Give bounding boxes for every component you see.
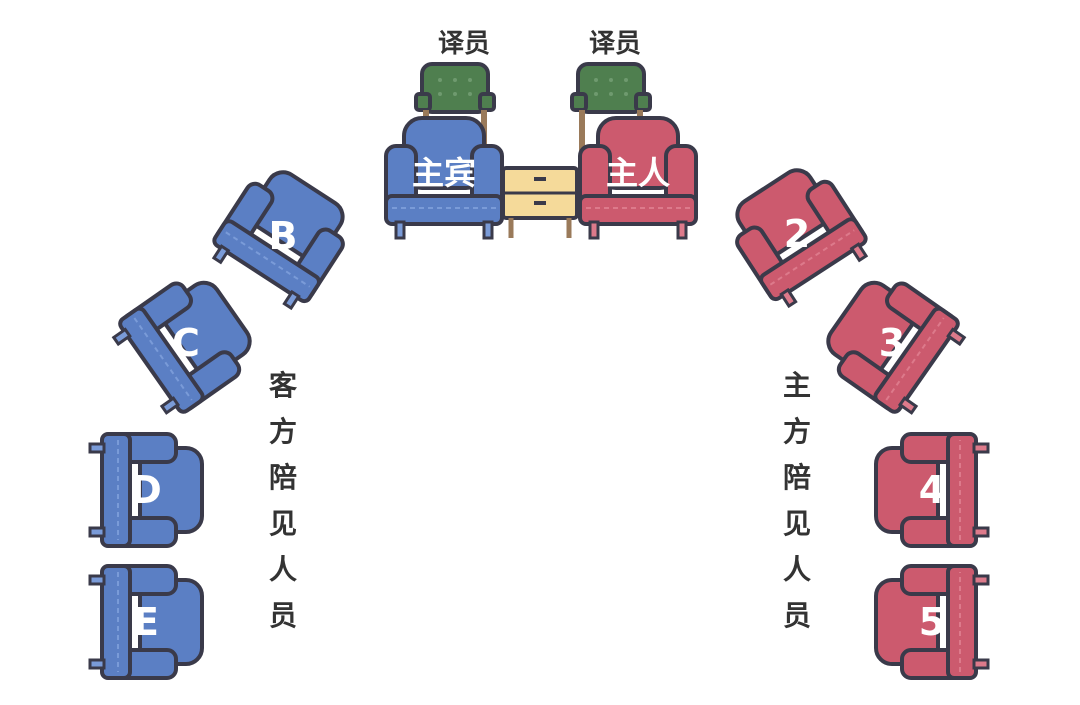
host-caption-char: 陪 <box>783 461 811 494</box>
host-seat-4-label: 4 <box>919 468 945 512</box>
guest-seat-b <box>211 170 345 311</box>
host-seat-5 <box>874 564 990 680</box>
guest-side-seats: B C D E <box>88 170 345 680</box>
interpreter-chair-right <box>570 62 652 154</box>
host-seat-3 <box>826 280 967 415</box>
host-seat-3-label: 3 <box>879 321 905 365</box>
host-side-seats: 2 3 4 5 <box>735 168 990 680</box>
host-seat-5-label: 5 <box>919 600 945 644</box>
guest-caption-char: 客 <box>269 369 298 402</box>
guest-caption-char: 见 <box>269 507 297 540</box>
host-seat-2 <box>735 168 869 309</box>
host-caption-char: 见 <box>783 507 811 540</box>
guest-seat-c-label: C <box>172 321 200 365</box>
guest-seat-d <box>88 432 204 548</box>
side-table <box>501 166 579 238</box>
interpreter-label-right: 译员 <box>589 29 641 59</box>
guest-caption-char: 方 <box>269 415 297 448</box>
host-caption-char: 员 <box>783 599 811 632</box>
host-caption-char: 主 <box>783 369 811 402</box>
host-seat-4 <box>874 432 990 548</box>
host-caption-char: 人 <box>783 553 811 586</box>
guest-seat-d-label: D <box>130 468 162 512</box>
guest-seat-e <box>88 564 204 680</box>
guest-seat-b-label: B <box>269 214 298 258</box>
interpreter-label-left: 译员 <box>438 29 490 59</box>
guest-seat-c <box>111 280 252 415</box>
guest-caption-char: 人 <box>269 553 297 586</box>
guest-caption-char: 陪 <box>269 461 297 494</box>
main-host-chair <box>578 116 698 240</box>
guest-seat-e-label: E <box>133 600 159 644</box>
main-host-label: 主人 <box>606 154 670 192</box>
host-seat-2-label: 2 <box>784 212 810 256</box>
host-caption-char: 方 <box>783 415 811 448</box>
main-guest-label: 主宾 <box>412 154 476 192</box>
main-guest-chair <box>384 116 504 240</box>
guest-caption-char: 员 <box>269 599 297 632</box>
